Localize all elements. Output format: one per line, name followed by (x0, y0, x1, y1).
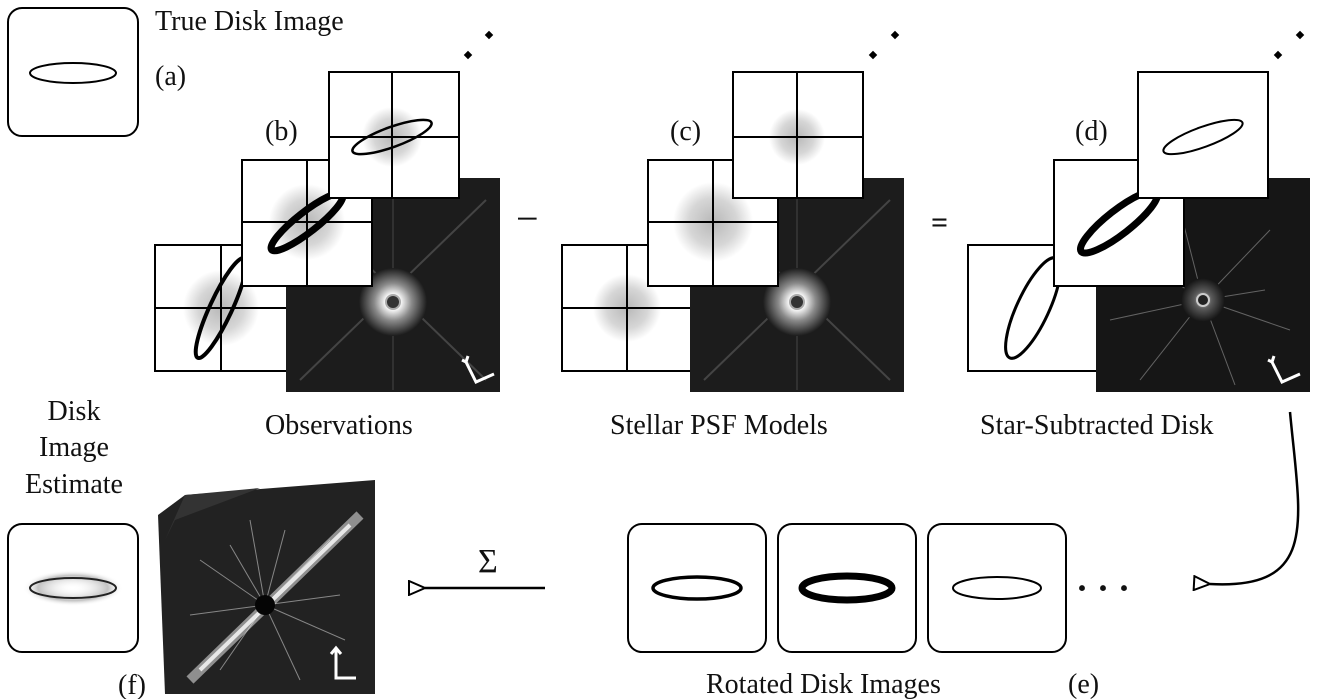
psf-models-caption: Stellar PSF Models (610, 410, 828, 441)
panel-label-c: (c) (670, 116, 701, 147)
psf-models-stack (561, 71, 904, 392)
rotated-disk-2 (777, 523, 917, 653)
panel-label-b: (b) (265, 116, 298, 147)
star-subtracted-stack (967, 71, 1310, 392)
panel-label-f: (f) (118, 670, 146, 699)
combined-image (155, 480, 375, 694)
true-disk-title: True Disk Image (155, 6, 344, 37)
minus-operator: − (516, 196, 539, 241)
rotated-ellipsis: · · · (1076, 568, 1130, 608)
panel-label-a: (a) (155, 61, 186, 92)
estimate-caption-line3: Estimate (25, 469, 123, 500)
estimate-caption-line1: Disk (48, 396, 101, 427)
curved-arrow (1210, 411, 1300, 584)
disk-estimate-panel (7, 523, 139, 653)
star-subtracted-caption: Star-Subtracted Disk (980, 410, 1214, 441)
equals-operator: = (931, 206, 948, 239)
true-disk-panel (7, 7, 139, 137)
observations-stack (154, 71, 500, 392)
compass-icon (461, 355, 495, 384)
panel-label-d: (d) (1075, 116, 1108, 147)
observation-frame-1 (328, 71, 460, 199)
observations-caption: Observations (265, 410, 413, 441)
observation-frame-3 (154, 244, 288, 372)
subtracted-frame-1 (1137, 71, 1269, 199)
rotated-disk-3 (927, 523, 1067, 653)
rotated-disk-images (627, 523, 1067, 653)
panel-label-e: (e) (1068, 669, 1099, 699)
compass-icon-2 (1267, 355, 1301, 384)
estimate-caption-line2: Image (39, 432, 109, 463)
sum-symbol: Σ (478, 543, 498, 580)
rotated-disk-1 (627, 523, 767, 653)
rotated-caption: Rotated Disk Images (706, 669, 941, 699)
psf-frame-1 (732, 71, 864, 199)
compass-icon-3 (329, 645, 356, 680)
